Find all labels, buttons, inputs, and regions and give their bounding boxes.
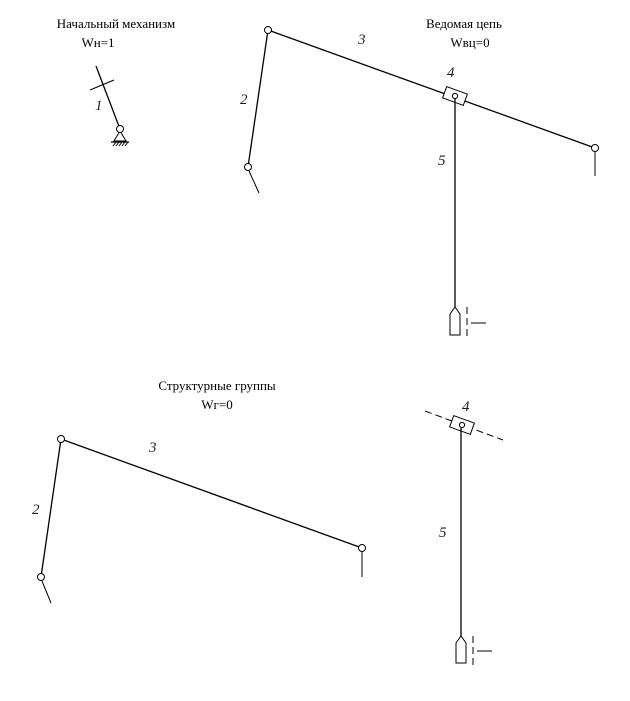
crank-link-1 [95,65,121,130]
group-joint-3-end [358,544,366,552]
group-joint-2-3 [57,435,65,443]
group-joint-2-end [37,573,45,581]
crank-cut-mark [89,79,115,91]
structural-groups-title: Структурные группы [158,378,276,393]
crank-pivot-joint [116,125,124,133]
group-link-label-5: 5 [439,525,447,541]
slider-5-block [449,306,461,336]
driven-chain: 2 3 4 5 [240,26,599,339]
link-2 [247,29,269,168]
group-joint-4-5 [458,421,466,429]
link-label-4: 4 [447,65,455,81]
joint-2-end [244,163,252,171]
driven-chain-title: Ведомая цепь [426,16,502,31]
input-mechanism: 1 [89,65,129,147]
link-3 [267,29,596,149]
structural-group-2-3: 2 3 [32,435,366,604]
group-link-2-cut [41,580,52,604]
link-label-1: 1 [95,98,103,114]
group-link-label-2: 2 [32,502,40,518]
group-slider-4-guide [424,410,504,441]
link-label-3: 3 [357,32,366,48]
crank-support [113,130,127,142]
structural-group-4-5: 4 5 [424,399,504,668]
group-link-3 [60,438,363,549]
driven-chain-dof: Wвц=0 [450,35,489,50]
link-label-2: 2 [240,92,248,108]
group-slider-5-block [455,635,467,664]
group-link-label-4: 4 [462,399,470,415]
group-link-2 [40,438,62,578]
group-link-label-3: 3 [148,440,157,456]
ground-hatch [112,141,129,147]
joint-3-end [591,144,599,152]
joint-4-5 [451,92,459,100]
input-mechanism-title: Начальный механизм [57,16,175,31]
structural-groups-dof: Wг=0 [201,397,232,412]
input-mechanism-dof: Wн=1 [81,35,114,50]
joint-2-3 [264,26,272,34]
link-label-5: 5 [438,153,446,169]
link-2-cut [248,170,260,194]
